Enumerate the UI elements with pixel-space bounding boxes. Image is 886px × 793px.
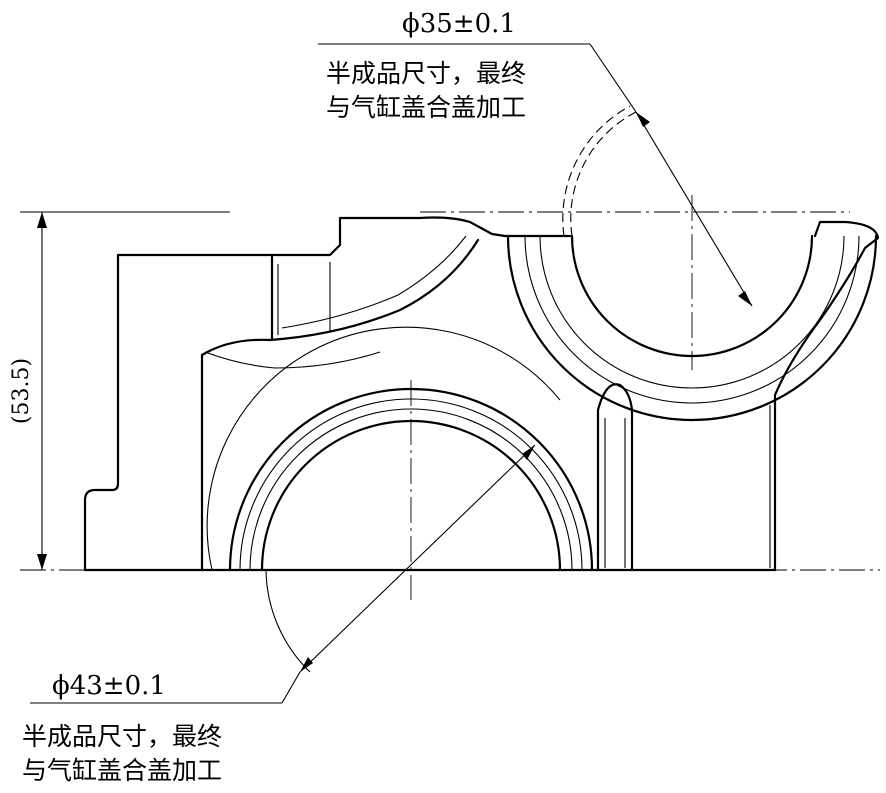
small-bore-arc [570,234,814,358]
bottom-note-line1: 半成品尺寸，最终 [22,722,222,751]
height-dimension: (53.5) [9,212,47,570]
height-dimension-text: (53.5) [9,358,34,424]
small-bore [506,105,878,422]
right-body-outline [773,220,880,572]
height-arrow-bottom [37,554,47,570]
bottom-callout-leader-line [281,671,301,704]
bottom-callout-leader [30,444,536,704]
bottom-callout-diameter-line [299,444,536,673]
top-callout-diameter-line [635,111,753,307]
large-bore-boss [206,326,561,571]
height-arrow-top [37,212,47,228]
rib-channel-inner-1 [281,235,467,329]
part-outline [83,216,880,572]
top-callout-arrow-upper [636,112,650,127]
top-callout-leader-line [589,43,637,113]
upper-step-outline [270,216,572,257]
bottom-note-line2: 与气缸盖合盖加工 [22,756,222,785]
large-bore-ring-inner [249,408,573,571]
large-bore-ring-outer [228,387,594,572]
rib-channel-inner-2 [277,262,331,335]
top-diameter-dimension-text: ϕ35±0.1 [402,9,516,39]
small-bore-upper-reference-arc [570,111,637,237]
rib-channel-inner-3 [204,351,381,369]
top-callout-arrow-lower [738,291,752,306]
top-callout-leader [318,43,753,307]
rib-channel-outline [268,238,480,342]
bottom-callout-arrow-upper [522,445,535,460]
small-bore-ring-mid [524,235,860,404]
bottom-callout-arrow-lower [300,657,313,672]
middle-rib-outline [596,383,634,572]
bottom-diameter-dimension-text: ϕ43±0.1 [52,671,166,701]
large-bore-lower-reference-arc [265,569,311,673]
large-bore [206,326,594,673]
middle-rib-inner [604,418,626,568]
large-bore-ring-mid [239,398,583,571]
top-note-line1: 半成品尺寸，最终 [326,59,526,88]
small-bore-ring-inner [539,235,845,389]
large-bore-arc [260,419,562,572]
small-bore-upper-reference-arc-2 [562,105,631,237]
left-body-outline [83,253,274,572]
small-bore-ring-outer [506,234,878,422]
top-note-line2: 与气缸盖合盖加工 [326,93,526,122]
